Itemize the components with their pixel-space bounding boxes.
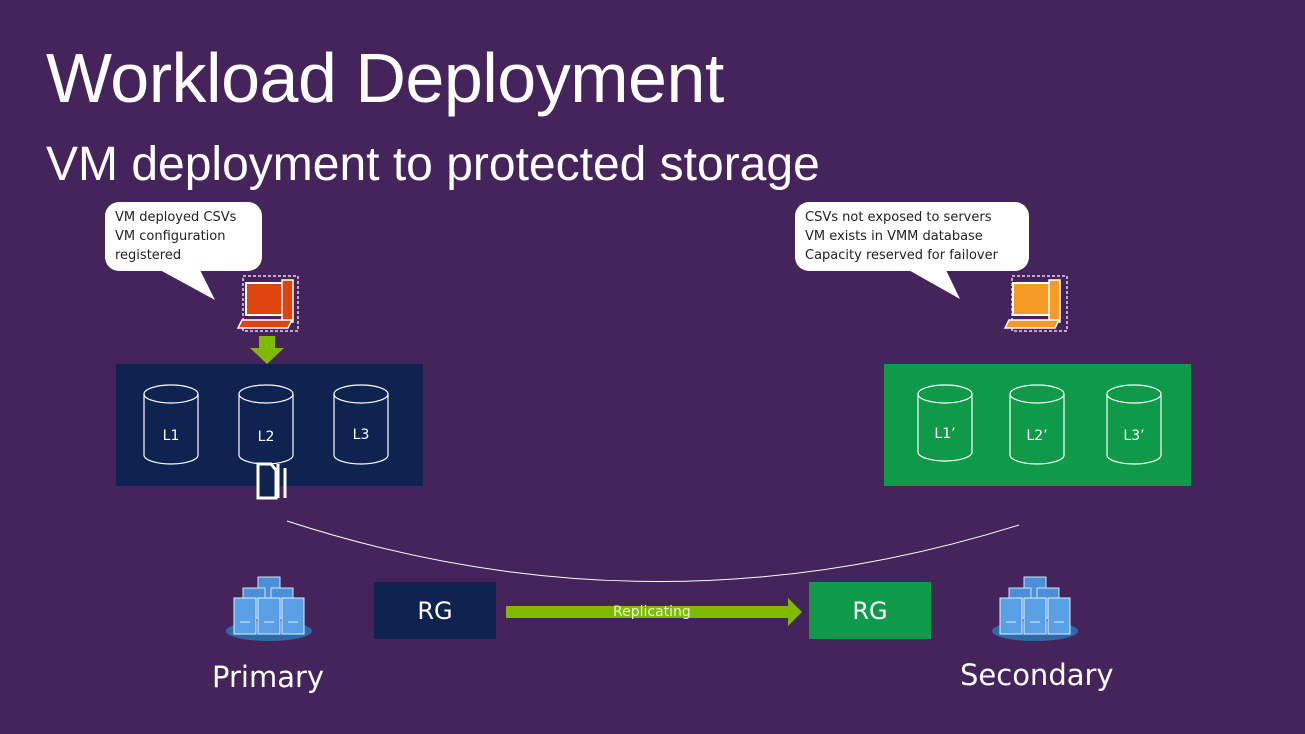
- disk-label: L1’: [934, 426, 956, 442]
- callout-secondary-line: VM exists in VMM database: [805, 229, 983, 244]
- disk-label: L2’: [1026, 428, 1048, 444]
- file-stack-icon: [256, 462, 287, 500]
- disk-label: L1: [162, 428, 180, 444]
- computer-icon: [236, 275, 299, 332]
- callout-secondary-line: Capacity reserved for failover: [805, 248, 998, 263]
- callout-primary-line: registered: [115, 248, 182, 263]
- callout-primary-line: VM deployed CSVs: [115, 210, 237, 225]
- disk-label: L3’: [1123, 428, 1145, 444]
- disk-icon: [1009, 384, 1065, 465]
- disk-icon: [143, 384, 199, 465]
- secondary-storage-panel: [884, 364, 1191, 486]
- slide-title: Workload Deployment: [46, 39, 724, 117]
- replication-arrow: [506, 598, 802, 626]
- callout-tail-secondary: [905, 268, 960, 299]
- server-cluster-icon: [226, 576, 312, 641]
- down-arrow-icon: [250, 336, 284, 364]
- disk-icon: [333, 384, 389, 465]
- callout-tail-primary: [160, 270, 215, 300]
- server-cluster-icon: [992, 576, 1078, 641]
- disk-icon: [1106, 384, 1162, 465]
- secondary-rg-box: RG: [809, 582, 931, 639]
- secondary-site-label: Secondary: [960, 658, 1114, 692]
- callout-primary-line: VM configuration: [115, 229, 226, 244]
- replication-label: Replicating: [613, 604, 691, 620]
- site-link-curve: [286, 520, 1020, 582]
- callout-primary: VM deployed CSVs VM configuration regist…: [105, 202, 262, 271]
- primary-rg-box: RG: [374, 582, 496, 639]
- computer-icon: [1003, 275, 1068, 332]
- disk-icon: [917, 384, 973, 462]
- disk-label: L2: [257, 429, 275, 445]
- callout-secondary-line: CSVs not exposed to servers: [805, 210, 992, 225]
- disk-label: L3: [352, 427, 370, 443]
- primary-site-label: Primary: [212, 660, 325, 694]
- callout-secondary: CSVs not exposed to servers VM exists in…: [795, 202, 1029, 271]
- slide-subtitle: VM deployment to protected storage: [46, 138, 820, 191]
